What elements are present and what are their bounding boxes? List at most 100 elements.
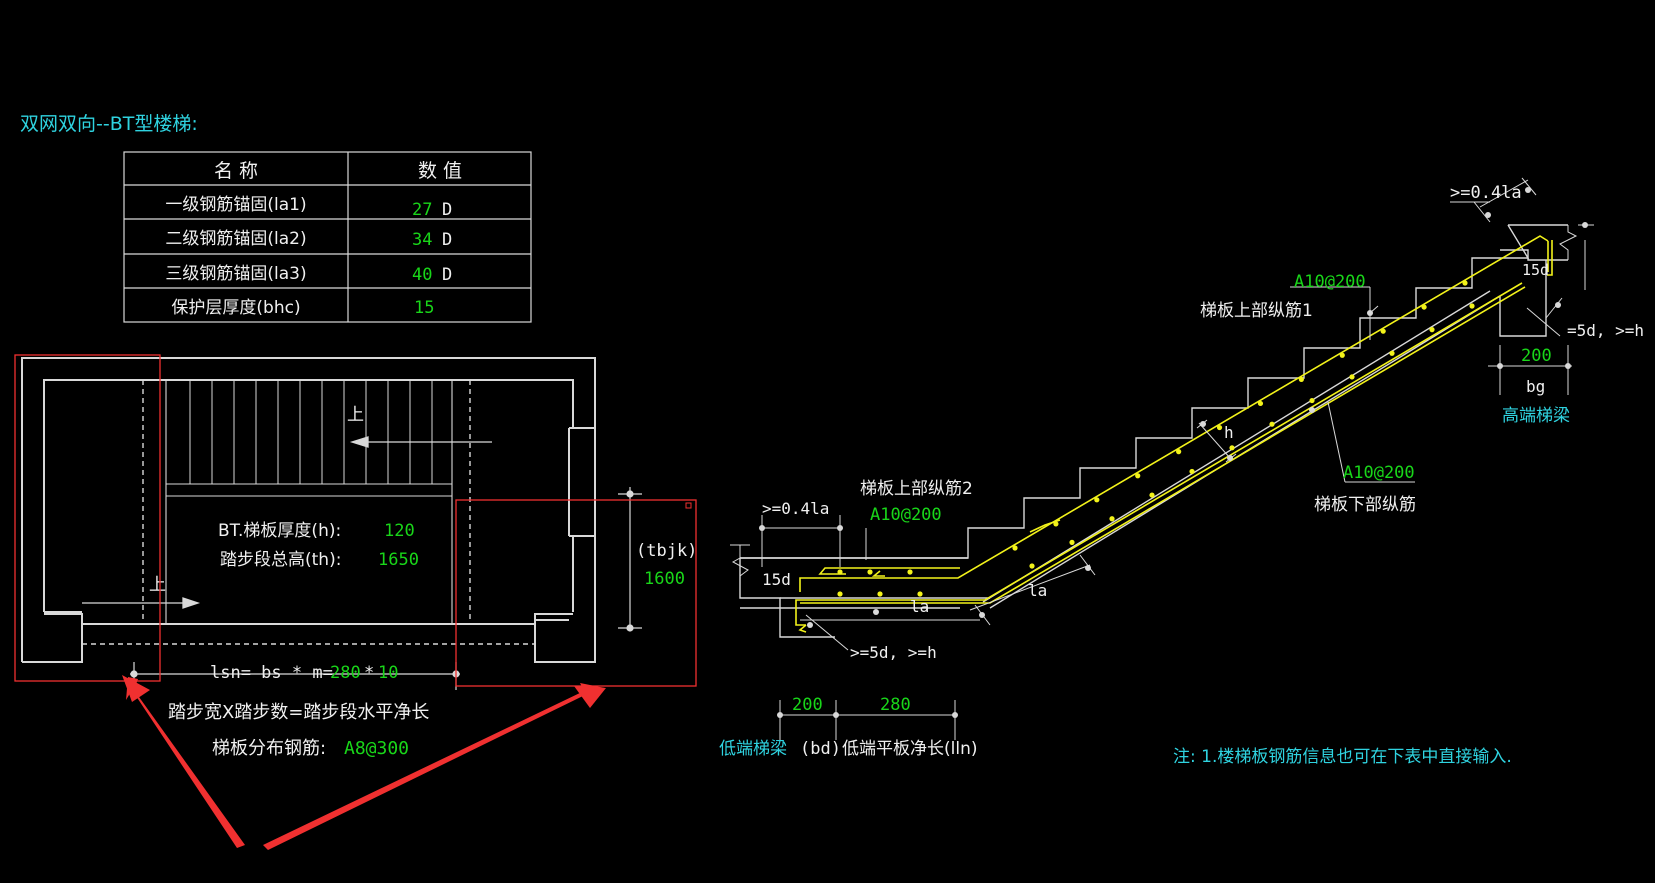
low-plate-label: 低端平板净长(lln) xyxy=(842,739,978,759)
red-arrow-left xyxy=(122,675,245,848)
slab-thickness-h: h xyxy=(1224,423,1234,442)
table-row-value[interactable]: 34 xyxy=(412,230,432,250)
rebar-dot xyxy=(907,569,913,575)
rebar-dots xyxy=(837,280,1475,597)
distribution-rebar-label: 梯板分布钢筋: xyxy=(212,738,326,759)
distribution-rebar-value[interactable]: A8@300 xyxy=(344,738,409,759)
rebar-lines xyxy=(795,235,1553,633)
high-beam-name: 高端梯梁 xyxy=(1502,406,1570,426)
rebar-dot xyxy=(1309,397,1315,404)
lower-rebar-label: 梯板下部纵筋 xyxy=(1314,495,1416,515)
table-row-unit: D xyxy=(442,265,452,285)
low-beam-value[interactable]: 200 xyxy=(792,695,823,715)
right-hook-15d: 15d xyxy=(1522,261,1549,279)
plan-caption: 踏步宽X踏步数=踏步段水平净长 xyxy=(168,702,429,723)
rebar-dot xyxy=(1053,521,1059,527)
tbjk-label: (tbjk) xyxy=(636,541,697,561)
plan-dashed-lines xyxy=(82,380,570,645)
plan-treads xyxy=(165,380,453,625)
low-beam-code: (bd) xyxy=(800,739,841,759)
table-row-name: 三级钢筋锚固(la3) xyxy=(165,264,306,284)
rebar-dot xyxy=(1094,497,1100,503)
up-label-top: 上 xyxy=(347,405,364,425)
lsn-bs-value[interactable]: 280 xyxy=(330,663,361,683)
up-arrow-bottom xyxy=(82,597,201,609)
table-row-name: 保护层厚度(bhc) xyxy=(171,298,300,318)
table-row-unit: D xyxy=(442,200,452,220)
highlight-box-right xyxy=(455,499,697,687)
lsn-times: * xyxy=(364,663,374,683)
rebar-dot xyxy=(1257,400,1264,407)
lsn-m-value[interactable]: 10 xyxy=(378,663,398,683)
la-label-2: la xyxy=(1028,581,1047,600)
low-beam-name: 低端梯梁 xyxy=(719,739,787,759)
rebar-dot xyxy=(1421,304,1427,310)
rebar-dot xyxy=(1380,328,1386,334)
rebar-dot xyxy=(867,569,873,575)
upper-rebar1-label: 梯板上部纵筋1 xyxy=(1200,301,1313,321)
upper-rebar2-label: 梯板上部纵筋2 xyxy=(860,479,973,499)
rebar-dot xyxy=(1109,516,1115,522)
rebar-dot xyxy=(837,591,843,597)
rebar-dot xyxy=(1189,468,1195,475)
low-plate-value[interactable]: 280 xyxy=(880,695,911,715)
highlight-box-left xyxy=(14,354,161,682)
rebar-dot xyxy=(1469,303,1475,309)
rebar-dot xyxy=(1269,421,1275,427)
note-text: 注: 1.楼梯板钢筋信息也可在下表中直接输入. xyxy=(1173,747,1512,767)
rebar-dot xyxy=(1298,376,1304,382)
table-row-unit: D xyxy=(442,230,452,250)
rebar-dot xyxy=(1176,449,1182,455)
thickness-value[interactable]: 120 xyxy=(384,521,415,541)
red-arrow-right xyxy=(263,683,606,850)
rebar-dot xyxy=(1069,539,1075,545)
left-hook-15d: 15d xyxy=(762,570,791,589)
rebar-dot xyxy=(1389,350,1395,356)
table-row-name: 一级钢筋锚固(la1) xyxy=(165,195,306,215)
table-row-value[interactable]: 27 xyxy=(412,200,432,220)
parameter-table xyxy=(123,151,532,323)
upper-rebar1-spec[interactable]: A10@200 xyxy=(1294,272,1366,292)
top-anchor-label: >=0.4la xyxy=(1450,183,1522,203)
dimension-dots xyxy=(759,187,1588,718)
total-height-label: 踏步段总高(th): xyxy=(220,550,341,570)
parameter-table-text: 名 称 数 值 一级钢筋锚固(la1) 27 D 二级钢筋锚固(la2) 34 … xyxy=(165,160,462,318)
la-label-1: la xyxy=(910,597,929,616)
rebar-dot xyxy=(1229,445,1235,451)
diagram-title: 双网双向--BT型楼梯: xyxy=(20,113,198,135)
highlight-box-handle xyxy=(685,502,692,509)
high-beam-value[interactable]: 200 xyxy=(1521,346,1552,366)
rebar-dot xyxy=(1149,492,1155,498)
rebar-dot xyxy=(1029,563,1035,569)
up-arrow-top xyxy=(349,436,492,448)
rebar-dot xyxy=(1012,545,1018,551)
high-beam-label: bg xyxy=(1526,377,1545,396)
rebar-dot xyxy=(1349,374,1355,380)
table-row-value[interactable]: 15 xyxy=(414,298,434,318)
plan-tread-lines xyxy=(189,380,433,484)
rebar-dot xyxy=(1339,352,1345,358)
up-label-bottom: 上 xyxy=(149,575,166,595)
table-row-value[interactable]: 40 xyxy=(412,265,432,285)
tbjk-value[interactable]: 1600 xyxy=(644,569,685,589)
rebar-dot xyxy=(1216,424,1223,431)
upper-rebar2-spec[interactable]: A10@200 xyxy=(870,505,942,525)
rebar-dot xyxy=(877,591,883,597)
rebar-dot xyxy=(837,569,843,575)
tbjk-dimension xyxy=(618,487,642,632)
stair-section-outline xyxy=(739,224,1568,638)
rebar-dot xyxy=(1429,327,1435,333)
right-hook-5d: =5d, >=h xyxy=(1567,321,1644,340)
lower-rebar-spec[interactable]: A10@200 xyxy=(1343,463,1415,483)
lsn-label: lsn= bs * m= xyxy=(210,663,333,683)
thickness-label: BT.梯板厚度(h): xyxy=(218,521,341,541)
table-row-name: 二级钢筋锚固(la2) xyxy=(165,229,306,249)
table-header-name: 名 称 xyxy=(214,160,258,182)
rebar-dot xyxy=(1462,280,1468,286)
left-hook-5d: >=5d, >=h xyxy=(850,643,937,662)
left-anchor-label: >=0.4la xyxy=(762,499,829,518)
total-height-value[interactable]: 1650 xyxy=(378,550,419,570)
table-header-value: 数 值 xyxy=(418,160,462,182)
